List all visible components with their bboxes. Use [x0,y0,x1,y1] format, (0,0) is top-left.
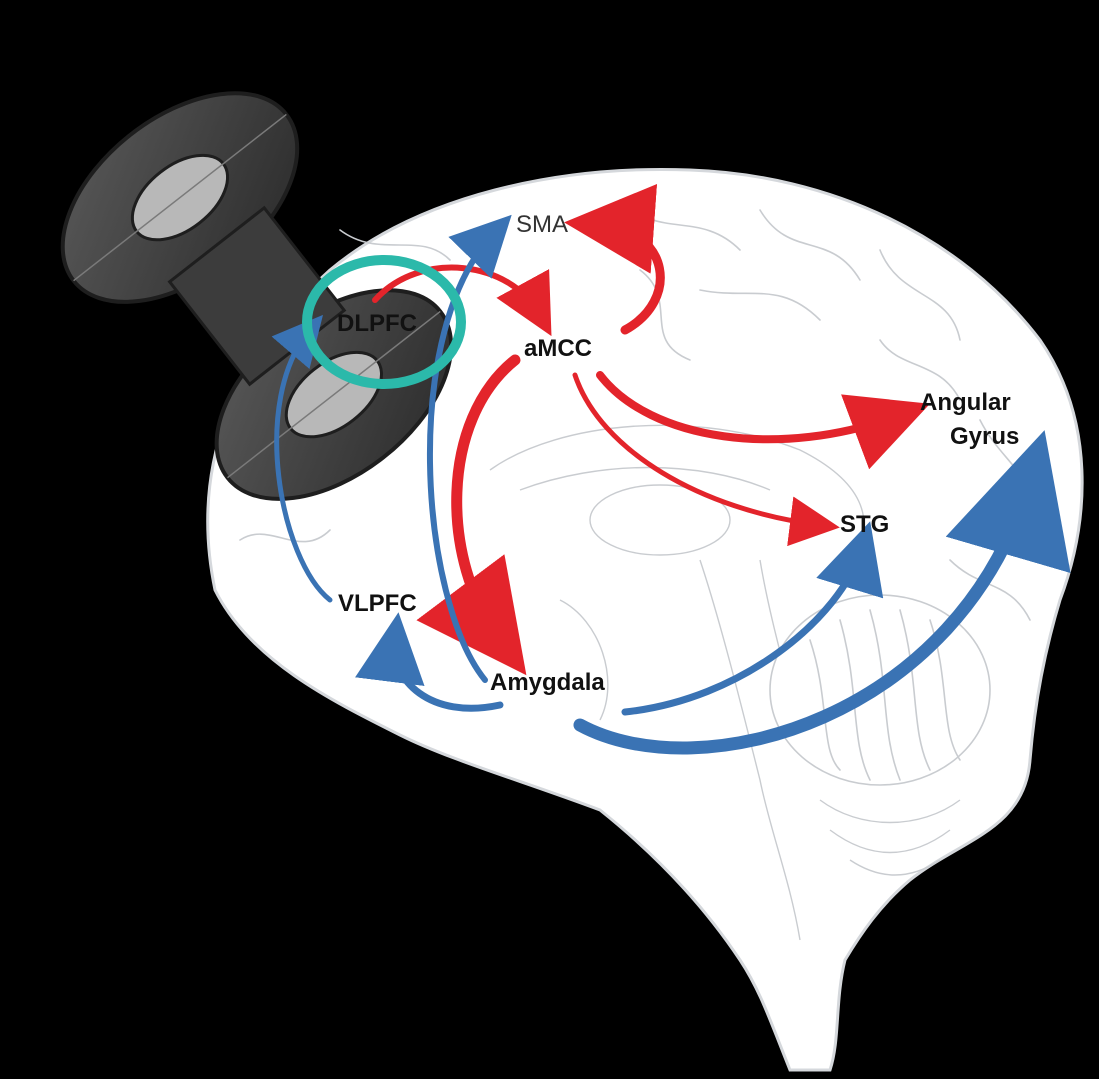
label-sma: SMA [516,211,568,238]
label-angular-gyrus-line1: Angular [920,389,1011,416]
label-vlpfc: VLPFC [338,590,417,617]
label-amygdala: Amygdala [490,669,605,696]
label-amcc: aMCC [524,335,592,362]
label-angular-gyrus-line2: Gyrus [950,423,1019,450]
label-dlpfc: DLPFC [337,310,417,337]
label-stg: STG [840,511,889,538]
